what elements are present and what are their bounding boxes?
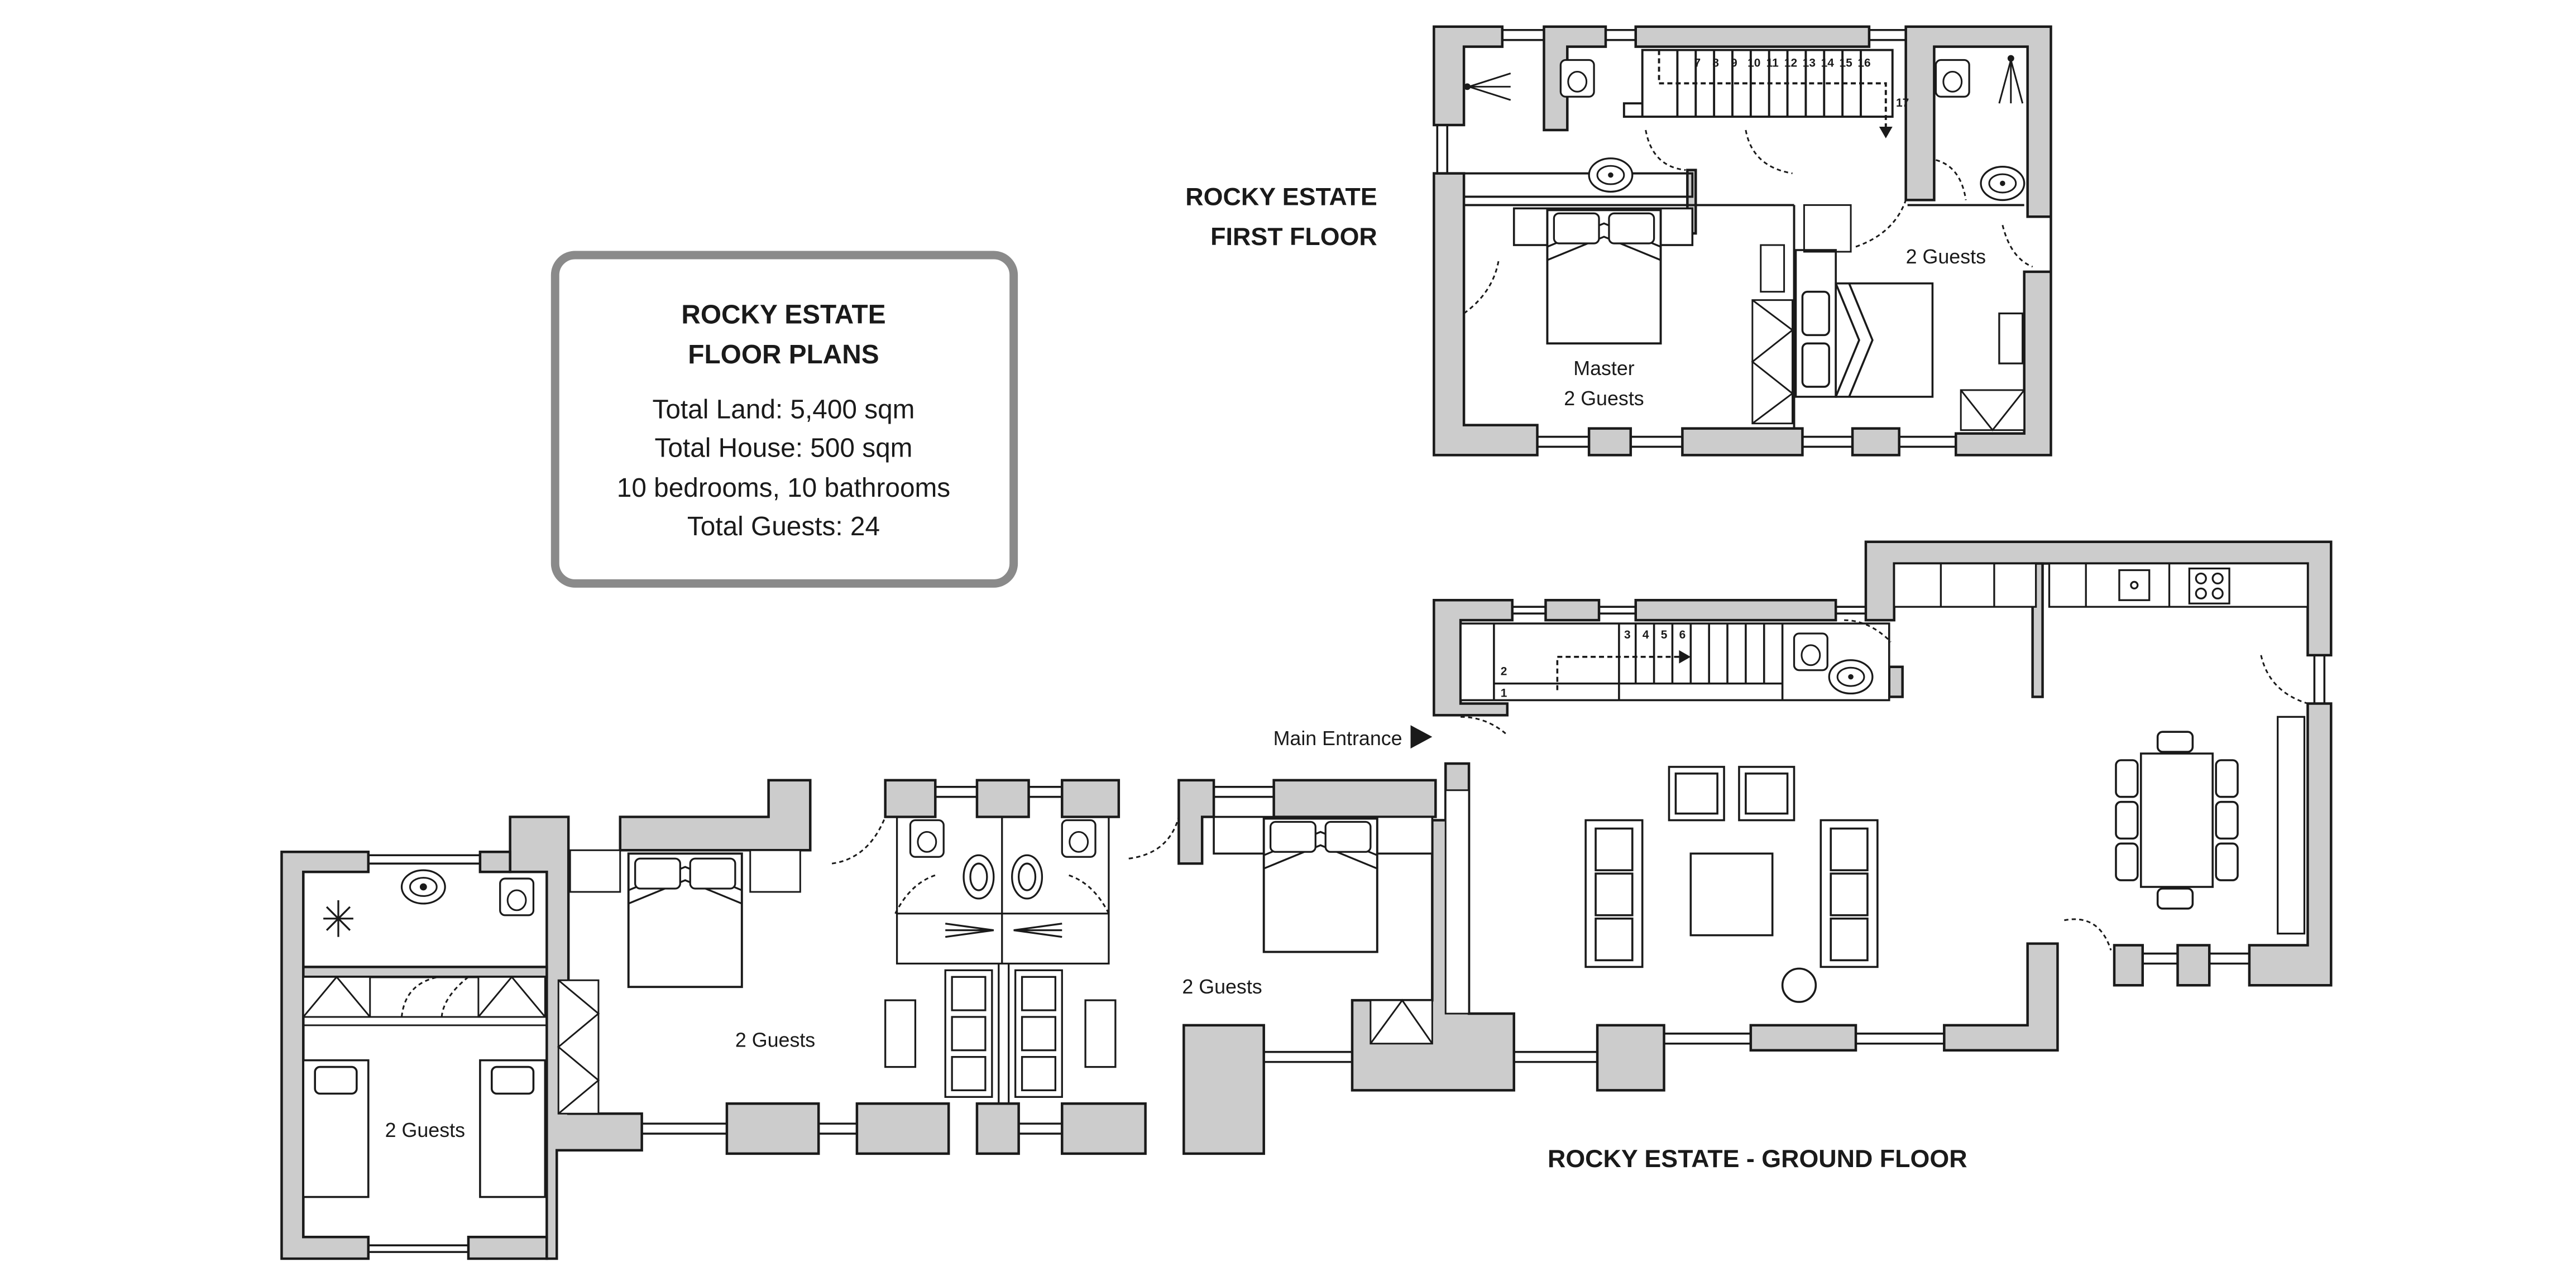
stair-number: 15 xyxy=(1839,56,1852,69)
ff-shower-left-icon xyxy=(1464,72,1511,101)
gf-dining-table xyxy=(2115,731,2239,910)
stair-number: 2 xyxy=(1501,665,1507,678)
first-floor-title-line1: ROCKY ESTATE xyxy=(1185,183,1377,210)
ff-right-guests: 2 Guests xyxy=(1906,246,1986,268)
info-rooms: 10 bedrooms, 10 bathrooms xyxy=(617,473,950,503)
info-box: ROCKY ESTATE FLOOR PLANS Total Land: 5,4… xyxy=(550,251,1018,588)
first-floor-windows xyxy=(1436,28,1956,448)
stair-number: 13 xyxy=(1803,56,1816,69)
stair-number: 17 xyxy=(1896,97,1909,109)
stair-number: 8 xyxy=(1712,56,1719,69)
info-title-line1: ROCKY ESTATE xyxy=(681,300,885,329)
info-title-line2: FLOOR PLANS xyxy=(688,340,879,369)
info-total-guests: Total Guests: 24 xyxy=(687,512,880,541)
ff-master-bed xyxy=(1512,207,1694,345)
ground-floor-title: ROCKY ESTATE - GROUND FLOOR xyxy=(1548,1145,1967,1173)
gf-mid-bed xyxy=(1213,815,1434,953)
stair-number: 3 xyxy=(1624,628,1631,641)
gf-toilet-b-icon xyxy=(1061,819,1097,858)
stove-icon xyxy=(2188,567,2230,604)
gf-left-bed xyxy=(627,852,743,988)
gf-toilet-a-icon xyxy=(909,819,945,858)
entrance-arrow-icon xyxy=(1410,725,1433,749)
gf-mid-guests: 2 Guests xyxy=(1182,976,1262,998)
coffee-table xyxy=(1689,852,1774,937)
gf-far-left-guests: 2 Guests xyxy=(385,1119,465,1141)
ff-toilet-right-icon xyxy=(1935,59,1970,98)
gf-basin-icon xyxy=(400,869,446,905)
shower-icon xyxy=(945,923,994,938)
ground-floor-windows xyxy=(368,606,2326,1253)
stair-number: 4 xyxy=(1643,628,1649,641)
stair-number: 6 xyxy=(1679,628,1686,641)
stair-number: 9 xyxy=(1731,56,1737,69)
ff-master-label: Master xyxy=(1573,357,1635,380)
gf-toilet-icon xyxy=(499,877,535,916)
first-floor-title-line2: FIRST FLOOR xyxy=(1210,223,1377,251)
stair-number: 10 xyxy=(1747,56,1760,69)
gf-single-beds xyxy=(302,1059,547,1198)
ff-wardrobe-right xyxy=(1960,389,2026,432)
stair-number: 12 xyxy=(1784,56,1797,69)
stair-number: 11 xyxy=(1766,56,1779,69)
side-table xyxy=(1781,967,1817,1003)
gf-kitchen-counter xyxy=(1893,562,2309,935)
ground-floor-plan: ROCKY ESTATE - GROUND FLOOR Main Entranc… xyxy=(280,540,2333,1260)
info-total-land: Total Land: 5,400 sqm xyxy=(652,395,914,425)
gf-left-wardrobe xyxy=(557,849,801,1115)
gf-stair-toilet-icon xyxy=(1793,632,1828,671)
gf-living-room xyxy=(1584,766,1879,1003)
ff-right-bed xyxy=(1794,249,1934,398)
ff-shower-right-icon xyxy=(1998,55,2024,104)
stair-number: 5 xyxy=(1661,628,1668,641)
stair-number: 1 xyxy=(1501,687,1507,700)
main-entrance-label: Main Entrance xyxy=(1273,727,1402,750)
gf-twin-bathrooms xyxy=(896,817,1110,1104)
stair-number: 14 xyxy=(1821,56,1835,69)
first-floor-walls xyxy=(1433,25,2052,457)
info-total-house: Total House: 500 sqm xyxy=(654,433,912,463)
shower-icon xyxy=(1013,923,1062,938)
ff-master-guests: 2 Guests xyxy=(1564,387,1644,410)
stair-number: 16 xyxy=(1857,56,1870,69)
gf-stair-basin-icon xyxy=(1828,659,1874,695)
ff-toilet-left-icon xyxy=(1559,59,1595,98)
stair-number: 7 xyxy=(1694,56,1701,69)
gf-far-left-bath xyxy=(323,869,535,937)
first-floor-stair-numbers: 7 8 9 10 11 12 13 14 15 16 17 xyxy=(1694,56,1909,109)
first-floor-plan: ROCKY ESTATE FIRST FLOOR xyxy=(1185,25,2052,457)
ff-basin-left-icon xyxy=(1588,157,1634,193)
gf-left-guests: 2 Guests xyxy=(735,1029,815,1052)
shower-icon xyxy=(323,900,353,937)
ff-wardrobe xyxy=(1751,204,1852,425)
ff-basin-right-icon xyxy=(1980,166,2026,201)
